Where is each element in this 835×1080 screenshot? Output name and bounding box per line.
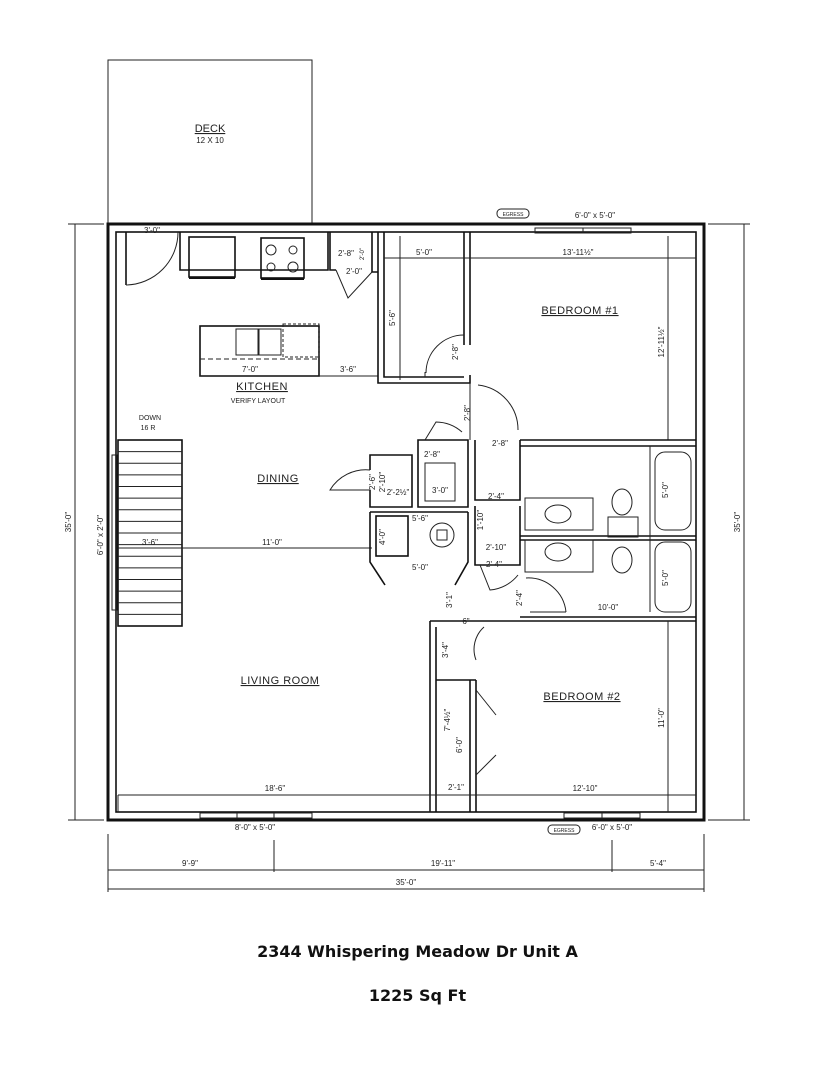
dim-pantry-door: 2'-0" xyxy=(360,248,366,260)
room-label-bedroom2: BEDROOM #2 xyxy=(543,691,620,703)
overall-dim-bottom xyxy=(107,834,705,892)
dim-bedroom1-door: 2'-8" xyxy=(451,344,460,360)
dim-hall-small: 2'-4" xyxy=(488,492,504,501)
dim-bedroom2-h: 11'-0" xyxy=(657,708,666,728)
dim-tub1: 5'-0" xyxy=(661,482,670,498)
dim-overall-right: 35'-0" xyxy=(733,512,742,533)
dim-mech-h: 5'-0" xyxy=(412,563,428,572)
dim-closet2-side: 3'-4" xyxy=(441,642,450,658)
dim-bedroom1-w: 13'-11½" xyxy=(563,248,594,257)
window-bottom-left xyxy=(199,812,313,819)
dim-pantry-d: 2'-0" xyxy=(346,267,362,276)
egress-tag-top xyxy=(496,208,530,219)
room-label-living: LIVING ROOM xyxy=(241,675,320,687)
dim-bath-door: 2'-8" xyxy=(492,439,508,448)
address-caption: 2344 Whispering Meadow Dr Unit A xyxy=(257,942,578,961)
stairs-risers-label: 16 R xyxy=(141,425,156,432)
pantry xyxy=(329,232,378,299)
egress-tag-bottom-text: EGRESS xyxy=(554,828,576,834)
dim-laundry-w: 2'-8" xyxy=(424,450,440,459)
dim-seg1: 9'-9" xyxy=(182,859,198,868)
window-top-size: 6'-0" x 5'-0" xyxy=(575,211,615,220)
dim-closet2-w: 2'-1" xyxy=(448,783,464,792)
dim-bath-w: 10'-0" xyxy=(598,603,619,612)
egress-tag-top-text: EGRESS xyxy=(503,212,525,218)
dim-hall-small2: 1'-10" xyxy=(476,510,485,531)
dim-bedroom1-h: 12'-11½" xyxy=(657,326,666,357)
dim-bath-door2: 2'-4" xyxy=(515,590,524,606)
dim-mech-w: 5'-6" xyxy=(412,514,428,523)
deck-size: 12 X 10 xyxy=(196,136,224,145)
bathrooms xyxy=(520,446,696,618)
window-left xyxy=(111,454,118,611)
dim-closet-a-w: 2'-2½" xyxy=(387,488,410,497)
dim-closet1-h: 5'-6" xyxy=(388,310,397,326)
dim-seg3: 5'-4" xyxy=(650,859,666,868)
entry-door xyxy=(125,231,179,286)
dim-closet2-door: 6'-0" xyxy=(455,737,464,753)
dim-pantry-w: 2'-8" xyxy=(338,249,354,258)
dim-hall-door: 2'-8" xyxy=(463,405,472,421)
room-label-dining: DINING xyxy=(257,473,299,485)
hall-door xyxy=(469,383,519,440)
dim-living-w: 18'-6" xyxy=(265,784,286,793)
overall-dim-left xyxy=(68,223,104,821)
dim-overall-bottom: 35'-0" xyxy=(396,878,417,887)
bedroom2-walls xyxy=(429,620,696,812)
kitchen-note: VERIFY LAYOUT xyxy=(231,398,286,405)
room-label-kitchen: KITCHEN xyxy=(236,381,288,393)
dim-island: 7'-0" xyxy=(242,365,258,374)
dim-stair-w: 3'-6" xyxy=(142,538,158,547)
dim-entry-door: 3'-0" xyxy=(144,226,160,235)
dim-hall-w: 2'-10" xyxy=(486,543,507,552)
dim-seg2: 19'-11" xyxy=(431,859,455,868)
dim-closet2-h: 7'-4½" xyxy=(443,709,452,732)
room-label-bedroom1: BEDROOM #1 xyxy=(541,305,618,317)
dim-closet1-w: 5'-0" xyxy=(416,248,432,257)
range-icon xyxy=(260,237,305,280)
exterior-wall-inner xyxy=(115,231,697,813)
dim-closet-a-h: 2'-10" xyxy=(378,472,387,493)
dim-closet-a-door: 2'-6" xyxy=(368,474,377,490)
dim-dining-w: 11'-0" xyxy=(262,538,282,547)
dim-hall-len: 3'-1" xyxy=(445,592,454,608)
window-bottom-right-size: 6'-0" x 5'-0" xyxy=(592,823,632,832)
exterior-wall xyxy=(106,222,706,822)
dim-island-clear: 3'-6" xyxy=(340,365,356,374)
kitchen-counter xyxy=(179,232,329,279)
stairs-down-label: DOWN xyxy=(139,415,161,422)
egress-tag-bottom xyxy=(547,824,581,835)
kitchen-island xyxy=(199,323,320,377)
window-top xyxy=(534,227,632,234)
window-bottom-right xyxy=(563,812,641,819)
dim-hall-w2: 2'-4" xyxy=(486,560,502,569)
dim-laundry-depth: 3'-0" xyxy=(432,486,448,495)
dim-overall-left: 35'-0" xyxy=(64,512,73,533)
deck-label: DECK xyxy=(195,123,226,135)
area-caption: 1225 Sq Ft xyxy=(368,986,467,1005)
closet-1 xyxy=(377,232,471,384)
dim-bedroom2-w: 12'-10" xyxy=(573,784,598,793)
stairs xyxy=(117,439,183,627)
window-left-size: 6'-0" x 2'-0" xyxy=(96,515,105,555)
overall-dim-right xyxy=(708,223,750,821)
dim-mech-depth: 4'-0" xyxy=(378,529,387,545)
window-bottom-left-size: 8'-0" x 5'-0" xyxy=(235,823,275,832)
bedroom1-door xyxy=(424,334,465,377)
dim-tub2: 5'-0" xyxy=(661,570,670,586)
